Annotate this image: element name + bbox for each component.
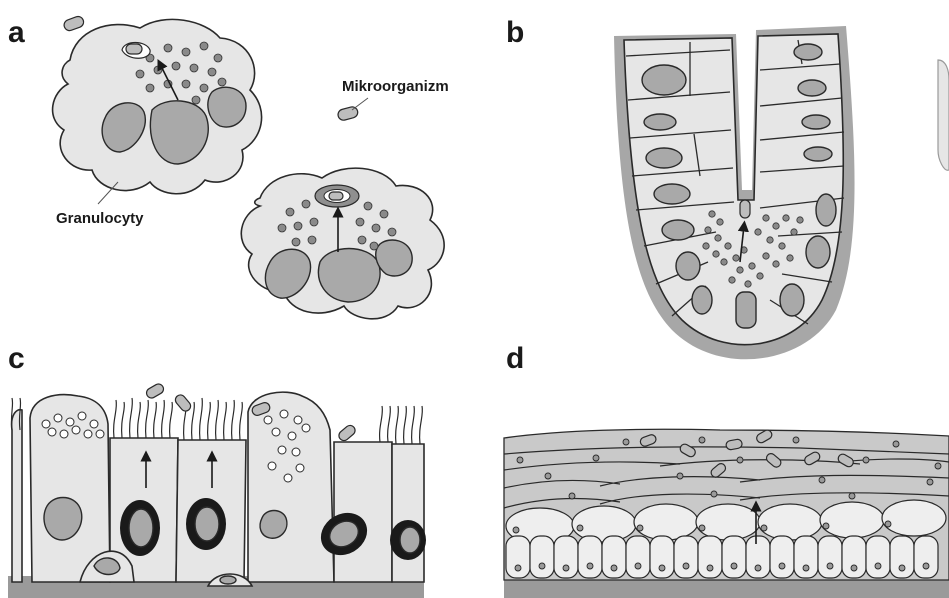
crypt-microbe xyxy=(740,200,750,218)
panel-b: b xyxy=(506,16,949,359)
panel-c: c xyxy=(8,342,426,598)
microbe-free-2 xyxy=(337,106,359,122)
label-microorganism: Mikroorganizm xyxy=(342,78,449,95)
leader-line xyxy=(352,98,368,110)
panel-a: a xyxy=(8,15,449,319)
nucleus xyxy=(260,511,287,539)
goblet-cell xyxy=(248,392,334,582)
nucleus xyxy=(220,576,236,584)
granulocyte-2 xyxy=(241,168,444,319)
label-granulocytes: Granulocyty xyxy=(56,210,144,227)
panel-letter-c: c xyxy=(8,342,25,375)
nucleus xyxy=(208,87,246,127)
panel-letter-d: d xyxy=(506,342,524,375)
crypt-nuclei-bottom xyxy=(736,292,756,328)
columnar-cell xyxy=(12,410,22,582)
ciliated-nucleus xyxy=(120,500,160,556)
columnar-nucleus xyxy=(390,520,426,560)
ciliated-nucleus xyxy=(186,498,226,550)
microbe-free-1 xyxy=(63,15,86,32)
nucleus xyxy=(44,498,82,541)
basement-membrane xyxy=(504,578,949,598)
panel-letter-b: b xyxy=(506,16,524,49)
adjacent-crypt xyxy=(938,60,949,170)
nucleus xyxy=(318,249,380,303)
phagosome xyxy=(315,185,359,207)
columnar-cell xyxy=(334,442,392,582)
columnar-cell xyxy=(392,444,424,582)
panel-letter-a: a xyxy=(8,16,25,49)
panel-d: d xyxy=(504,342,949,598)
granulocyte-1 xyxy=(53,19,262,193)
